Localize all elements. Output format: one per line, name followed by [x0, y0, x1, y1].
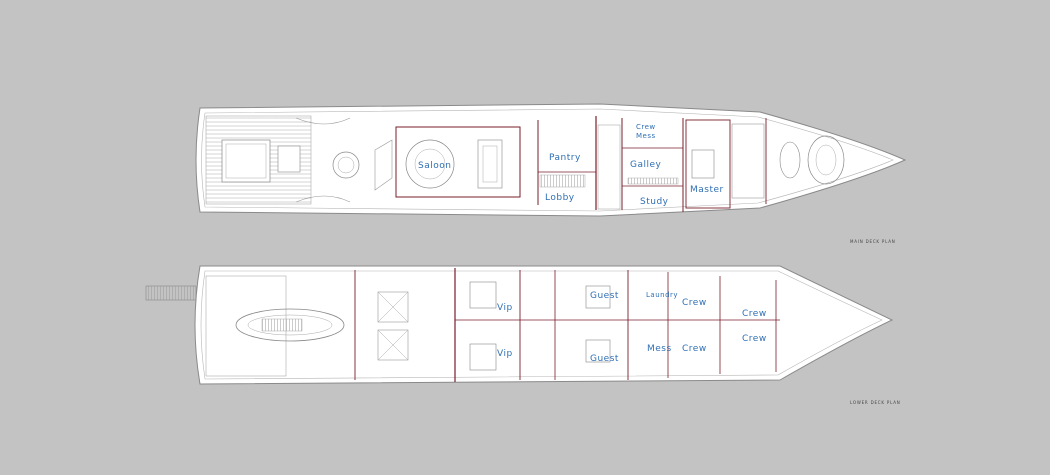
- room-label-master: Master: [690, 185, 724, 195]
- lower-deck-caption: LOWER DECK PLAN: [850, 400, 901, 405]
- master-suite: [685, 119, 731, 209]
- boarding-ladder: [145, 285, 197, 301]
- room-label-vip-bottom: Vip: [497, 349, 513, 359]
- room-label-crew: Crew: [636, 123, 656, 131]
- garage-tender: [235, 308, 345, 342]
- room-label-study: Study: [640, 197, 669, 207]
- main-deck-hull: [195, 103, 907, 217]
- room-label-lobby: Lobby: [545, 193, 575, 203]
- room-label-guest-bottom: Guest: [590, 354, 619, 364]
- main-deck-plan: Saloon Pantry Lobby Crew Mess Galley Stu…: [195, 103, 907, 244]
- main-deck-caption: MAIN DECK PLAN: [850, 239, 896, 244]
- lower-deck-plan: Vip Vip Guest Guest Laundry Mess Crew Cr…: [145, 265, 901, 405]
- lower-deck-hull: [194, 265, 894, 385]
- room-label-saloon: Saloon: [418, 161, 451, 171]
- room-label-mess: Mess: [636, 132, 656, 140]
- foredeck-tender: [807, 135, 845, 185]
- room-label-vip-top: Vip: [497, 303, 513, 313]
- room-label-crew-3: Crew: [682, 344, 707, 354]
- room-label-crew-1: Crew: [682, 298, 707, 308]
- room-label-guest-top: Guest: [590, 291, 619, 301]
- room-label-laundry: Laundry: [646, 291, 678, 299]
- room-label-mess: Mess: [647, 344, 672, 354]
- room-label-galley: Galley: [630, 160, 662, 170]
- saloon-area: [395, 126, 521, 198]
- room-label-pantry: Pantry: [549, 153, 581, 163]
- room-label-crew-4: Crew: [742, 334, 767, 344]
- aft-table: [332, 151, 360, 179]
- room-label-crew-2: Crew: [742, 309, 767, 319]
